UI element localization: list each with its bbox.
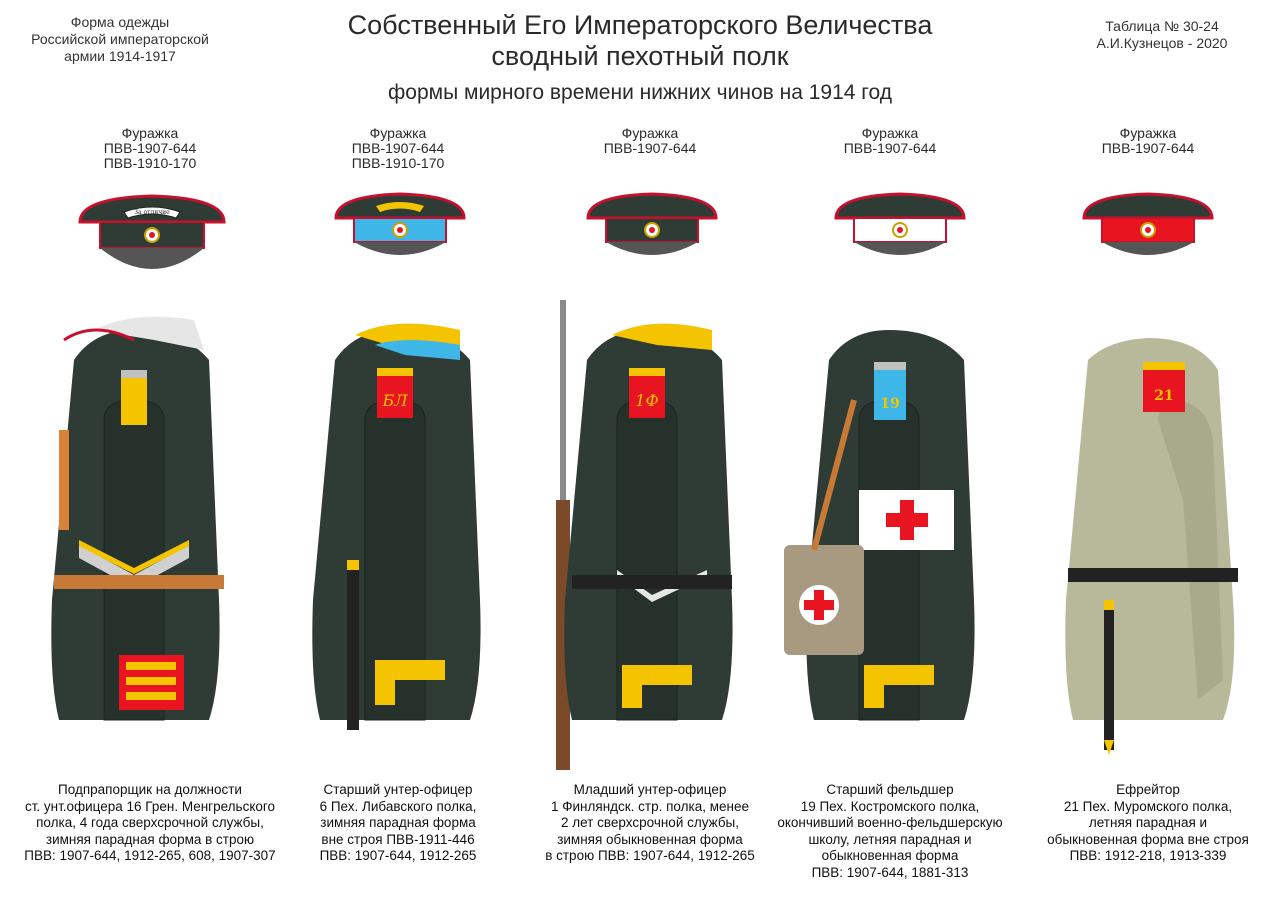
author-credit: А.И.Кузнецов - 2020 xyxy=(1096,35,1228,51)
caption-line: ПВВ: 1912-218, 1913-339 xyxy=(1069,848,1227,863)
cap-illustration xyxy=(334,192,466,255)
header-left-line: Форма одежды xyxy=(70,14,170,30)
caption-line: ст. унт.офицера 16 Грен. Менгрельского xyxy=(24,798,276,814)
caption-line: 6 Пех. Либавского полка, xyxy=(319,798,477,814)
cap-label-line: ПВВ-1907-644 xyxy=(843,140,937,156)
cap-illustration xyxy=(834,192,966,255)
cap-label-line: Фуражка xyxy=(369,125,427,141)
caption-line: ПВВ: 1907-644, 1881-313 xyxy=(811,864,969,880)
cap-label: Фуражка ПВВ-1907-644 ПВВ-1910-170 xyxy=(22,126,278,171)
caption-line: 21 Пех. Муромского полка, xyxy=(1063,798,1233,814)
cap-label: Фуражка ПВВ-1907-644 ПВВ-1910-170 xyxy=(270,126,526,171)
caption-line: вне строя ПВВ-1911-446 xyxy=(321,831,475,847)
shoulder-strap-number: 19 xyxy=(880,396,899,412)
caption-line: Старший унтер-офицер xyxy=(323,782,473,797)
caption-line: летняя парадная и xyxy=(1088,815,1208,830)
cap-label-line: ПВВ-1907-644 xyxy=(103,140,197,156)
cap-label: Фуражка ПВВ-1907-644 xyxy=(522,126,778,156)
caption-line: Старший фельдшер xyxy=(826,782,954,797)
caption-line: Ефрейтор xyxy=(1116,782,1180,797)
page-title-line1: Собственный Его Императорского Величеств… xyxy=(347,10,933,40)
cap-label-line: ПВВ-1907-644 xyxy=(351,140,445,156)
shoulder-strap-number: 21 xyxy=(1154,388,1173,404)
figure-caption: Ефрейтор 21 Пех. Муромского полка, летня… xyxy=(1020,782,1276,865)
figure-3: Фуражка ПВВ-1907-644 1Ф Младший унтер-оф… xyxy=(522,0,778,905)
cap-label-line: ПВВ-1907-644 xyxy=(1101,140,1195,156)
title-block: Собственный Его Императорского Величеств… xyxy=(300,10,980,106)
cap-label-line: ПВВ-1910-170 xyxy=(103,155,197,171)
caption-line: зимняя парадная форма в строю xyxy=(45,831,255,847)
caption-line: зимняя парадная форма xyxy=(320,815,476,830)
figure-caption: Старший унтер-офицер 6 Пех. Либавского п… xyxy=(270,782,526,865)
uniform-illustration xyxy=(51,316,224,721)
caption-line: окончивший военно-фельдшерскую xyxy=(777,815,1003,830)
caption-line: полка, 4 года сверхсрочной службы, xyxy=(36,815,264,830)
figure-5: Фуражка ПВВ-1907-644 21 Ефрейтор 21 Пех.… xyxy=(1020,0,1276,905)
cap-ribbon-text: За отличие xyxy=(134,209,170,216)
caption-line: обыкновенная форма xyxy=(821,848,959,863)
uniform-illustration: 19 xyxy=(784,330,975,721)
caption-line: 2 лет сверхсрочной службы, xyxy=(560,815,740,830)
caption-line: 1 Финляндск. стр. полка, менее xyxy=(550,798,749,814)
shoulder-strap-cipher: 1Ф xyxy=(635,391,658,410)
page-subtitle: формы мирного времени нижних чинов на 19… xyxy=(388,81,892,104)
page-title-line2: сводный пехотный полк xyxy=(491,41,789,71)
cap-label-line: Фуражка xyxy=(121,125,179,141)
table-number: Таблица № 30-24 xyxy=(1105,18,1219,34)
header-left-line: Российской императорской xyxy=(31,31,209,47)
caption-line: 19 Пех. Костромского полка, xyxy=(800,798,980,814)
cap-label: Фуражка ПВВ-1907-644 xyxy=(1020,126,1276,156)
caption-line: Младший унтер-офицер xyxy=(573,782,727,797)
cap-label-line: Фуражка xyxy=(1119,125,1177,141)
cap-illustration: За отличие xyxy=(78,194,226,269)
figure-4: Фуражка ПВВ-1907-644 19 Старший фельдшер… xyxy=(762,0,1018,905)
caption-line: зимняя обыкновенная форма xyxy=(557,831,743,847)
caption-line: Подпрапорщик на должности xyxy=(58,782,242,797)
header-left-note: Форма одежды Российской императорской ар… xyxy=(20,14,220,65)
figure-caption: Старший фельдшер 19 Пех. Костромского по… xyxy=(762,782,1018,881)
cap-illustration xyxy=(586,192,718,255)
cap-label-line: ПВВ-1910-170 xyxy=(351,155,445,171)
uniform-illustration: 21 xyxy=(1065,338,1238,755)
header-right-note: Таблица № 30-24 А.И.Кузнецов - 2020 xyxy=(1062,18,1262,52)
caption-line: школу, летняя парадная и xyxy=(808,831,972,847)
figure-2: Фуражка ПВВ-1907-644 ПВВ-1910-170 БЛ Ста… xyxy=(270,0,526,905)
cap-label-line: Фуражка xyxy=(861,125,919,141)
uniform-illustration: БЛ xyxy=(312,323,481,730)
caption-line: обыкновенная форма вне строя xyxy=(1047,831,1249,847)
cap-label-line: ПВВ-1907-644 xyxy=(603,140,697,156)
caption-line: ПВВ: 1907-644, 1912-265, 608, 1907-307 xyxy=(24,848,276,863)
header-left-line: армии 1914-1917 xyxy=(64,48,176,64)
caption-line: в строю ПВВ: 1907-644, 1912-265 xyxy=(545,848,755,863)
figure-caption: Младший унтер-офицер 1 Финляндск. стр. п… xyxy=(522,782,778,865)
shoulder-strap-cipher: БЛ xyxy=(381,391,408,410)
cap-label: Фуражка ПВВ-1907-644 xyxy=(762,126,1018,156)
cap-illustration xyxy=(1082,192,1214,255)
figure-caption: Подпрапорщик на должности ст. унт.офицер… xyxy=(22,782,278,865)
cap-label-line: Фуражка xyxy=(621,125,679,141)
figure-1: Фуражка ПВВ-1907-644 ПВВ-1910-170 За отл… xyxy=(22,0,278,905)
caption-line: ПВВ: 1907-644, 1912-265 xyxy=(319,848,477,863)
uniform-illustration: 1Ф xyxy=(556,300,733,770)
